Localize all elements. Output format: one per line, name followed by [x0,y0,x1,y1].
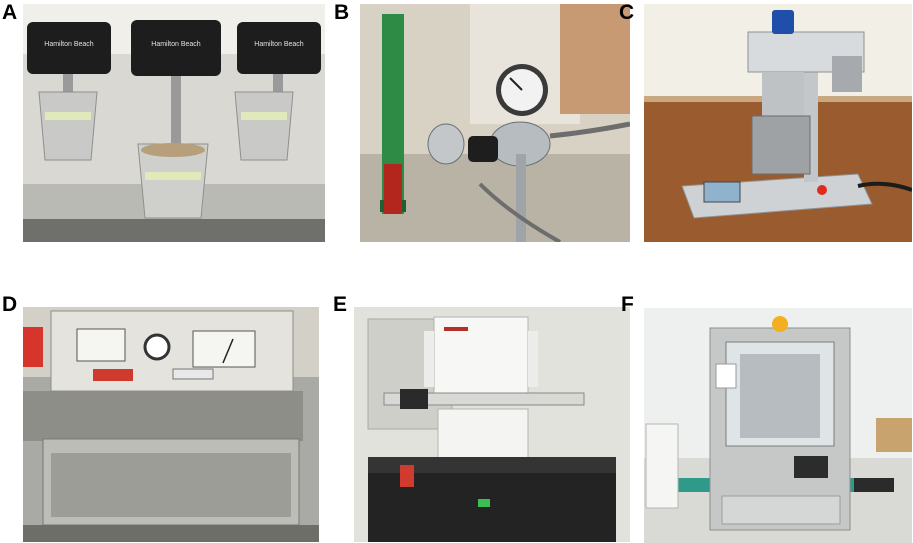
viscometer-illustration [644,4,912,242]
panel-a-photo-mixer: Hamilton Beach Hamilton Beach Hamilton B… [23,4,325,242]
panel-e-photo-tube-furnace [354,307,630,542]
panel-c-photo-viscometer [644,4,912,242]
panel-label-b: B [334,1,350,24]
panel-b-photo-pressure-regulator [360,4,630,242]
regulator-illustration [360,4,630,242]
brand-text-left: Hamilton Beach [44,41,94,48]
mixer-illustration: Hamilton Beach Hamilton Beach Hamilton B… [23,4,325,242]
panel-d-photo-analog-instrument [23,307,319,542]
brand-text-right: Hamilton Beach [254,41,304,48]
panel-label-c: C [619,1,635,24]
panel-label-e: E [333,293,348,316]
panel-label-d: D [2,293,18,316]
xrd-illustration [644,308,912,543]
tube-furnace-illustration [354,307,630,542]
panel-label-f: F [621,293,634,316]
panel-f-photo-xrd-instrument [644,308,912,543]
analog-instrument-illustration [23,307,319,542]
panel-label-a: A [2,1,18,24]
brand-text-center: Hamilton Beach [151,41,201,48]
